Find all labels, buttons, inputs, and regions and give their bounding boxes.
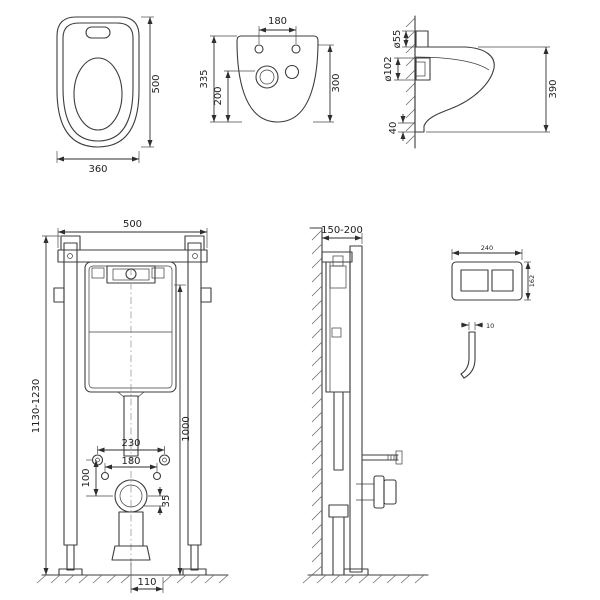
inlet-hole — [284, 64, 300, 80]
wall-hatch — [405, 17, 416, 145]
dim-bowl-depth: 500 — [141, 16, 162, 148]
cistern — [84, 261, 177, 393]
dim-front-height-total: 335 — [199, 35, 242, 123]
dim-drain-drop-label: 100 — [81, 468, 92, 487]
bowl-outline — [56, 16, 140, 148]
dim-front-height-right-label: 300 — [331, 73, 342, 92]
bowl-side-view: ø55 ø102 390 40 — [383, 15, 559, 149]
inlet-stub — [415, 30, 429, 48]
flush-pipe-side — [333, 391, 344, 471]
flush-button-left — [460, 269, 489, 292]
dim-bowl-width-label: 360 — [88, 164, 107, 175]
rim-contour — [414, 56, 490, 71]
dim-stud-spacing-label: 180 — [121, 456, 140, 467]
dim-bowl-width: 360 — [56, 151, 140, 175]
cistern-profile — [325, 255, 351, 393]
hinge-detail — [85, 26, 111, 39]
dim-inlet-diameter-label: ø55 — [392, 30, 403, 49]
dim-rod-spacing-label: 230 — [121, 438, 140, 449]
floor-hatch — [36, 574, 229, 584]
frame-rail — [349, 245, 363, 573]
dim-frame-height-range-label: 1130-1230 — [31, 379, 42, 434]
outlet-hole-inner — [259, 69, 275, 85]
crossbar-bolt-left — [67, 253, 73, 259]
seat-opening — [73, 57, 123, 131]
dim-stud-spacing: 180 — [104, 456, 158, 472]
dim-front-height-right: 300 — [313, 44, 342, 123]
frame-side-view: 150-200 — [302, 225, 429, 584]
plate-side-profile — [460, 331, 476, 379]
dim-side-height-label: 390 — [548, 79, 559, 98]
dim-outlet-diameter: ø102 — [383, 56, 416, 82]
dim-bottom-offset-label: 40 — [388, 122, 399, 135]
flush-pipe — [123, 395, 139, 457]
dim-plate-height-label: 162 — [528, 275, 536, 287]
flush-plate-view: 240 162 10 — [451, 244, 536, 379]
dim-frame-width: 500 — [57, 219, 208, 248]
frame-rail-right — [187, 242, 202, 546]
dim-front-hole-spacing-label: 180 — [268, 16, 287, 27]
side-tab-left — [53, 287, 65, 303]
drain-socket-side — [356, 475, 397, 509]
drain-elbow-side — [328, 504, 349, 576]
dim-drain-drop: 100 — [81, 459, 113, 497]
dim-plate-thickness: 10 — [461, 322, 494, 330]
dim-plate-width: 240 — [451, 244, 523, 260]
dim-plate-height: 162 — [524, 261, 536, 301]
wall-bracket — [321, 251, 353, 263]
outlet-hole — [255, 65, 279, 89]
mounting-rod-side — [361, 450, 403, 465]
dim-inlet-diameter: ø55 — [392, 30, 416, 49]
dim-frame-height-range: 1130-1230 — [31, 235, 60, 575]
frame-front-view: 500 1130-1230 230 180 100 100 — [31, 219, 229, 593]
bowl-front-outline — [236, 35, 319, 123]
dim-front-hole-spacing: 180 — [258, 16, 297, 44]
outlet-stub — [415, 57, 431, 81]
dim-install-height: 1000 — [174, 284, 192, 575]
dim-drain-offset-label: 35 — [161, 495, 172, 508]
frame-rail-left — [63, 242, 78, 546]
dim-bottom-offset: 40 — [388, 114, 415, 141]
dim-bowl-depth-label: 500 — [151, 74, 162, 93]
drain-socket — [111, 479, 151, 561]
dim-wall-distance: 150-200 — [321, 225, 363, 244]
dim-outlet-diameter-label: ø102 — [383, 56, 394, 81]
bowl-front-view: 180 335 200 300 — [199, 16, 342, 123]
dim-front-height-total-label: 335 — [199, 69, 210, 88]
dim-front-height-lower-label: 200 — [213, 86, 224, 105]
crossbar-bolt-right — [192, 253, 198, 259]
toilet-profile — [414, 46, 495, 133]
dim-drain-offset: 35 — [144, 487, 172, 515]
bowl-rim — [62, 22, 134, 142]
bowl-top-view: 500 360 — [56, 16, 162, 175]
side-tab-right — [200, 287, 212, 303]
dim-side-height: 390 — [426, 46, 559, 133]
dim-install-height-label: 1000 — [181, 416, 192, 441]
dim-outlet-offset: 110 — [130, 563, 164, 593]
foot-tube-right — [190, 544, 199, 571]
flush-button-right — [491, 269, 514, 292]
dim-front-height-lower: 200 — [213, 70, 255, 122]
wall-hatch — [311, 229, 323, 576]
foot-tube-left — [66, 544, 75, 571]
dim-frame-width-label: 500 — [123, 219, 142, 230]
mounting-hole-left — [254, 44, 264, 54]
dim-plate-thickness-label: 10 — [486, 322, 494, 330]
mounting-hole-right — [291, 44, 301, 54]
dim-rod-spacing: 230 — [97, 438, 165, 454]
dim-outlet-offset-label: 110 — [137, 577, 156, 588]
flush-plate — [451, 261, 523, 301]
outlet-stub-inner — [415, 61, 426, 77]
dim-wall-distance-label: 150-200 — [321, 225, 363, 236]
top-crossbar — [57, 249, 208, 263]
floor-hatch — [302, 574, 425, 584]
dim-plate-width-label: 240 — [481, 244, 493, 252]
